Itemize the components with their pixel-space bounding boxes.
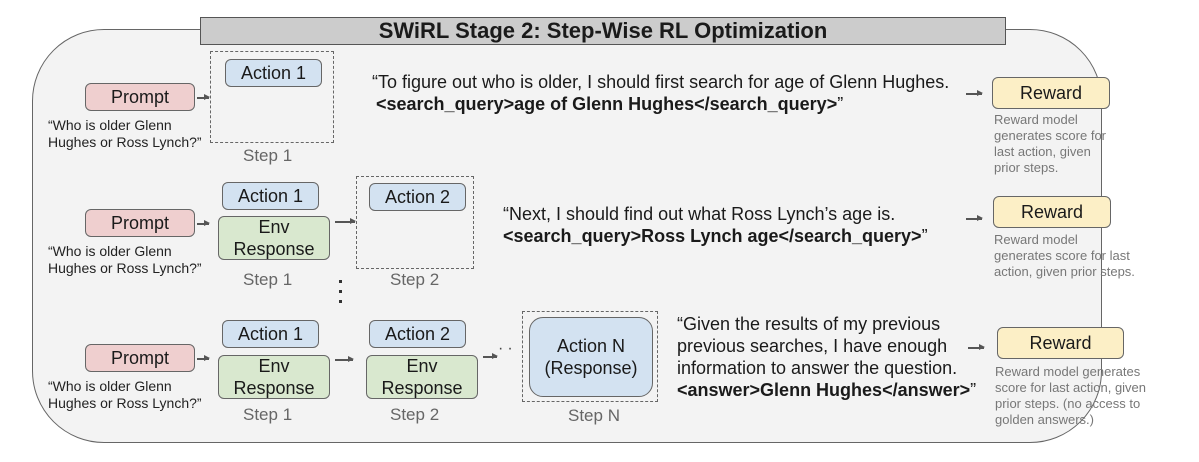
cot-line-bold: <search_query>age of Glenn Hughes</searc…: [372, 93, 949, 115]
arrow-icon: [966, 215, 983, 221]
step2-label-row2: Step 2: [390, 270, 440, 289]
reward-desc-line: last action, given: [994, 144, 1091, 159]
arrow-icon: [197, 94, 210, 100]
reward-desc-line: action, given prior steps.: [994, 264, 1135, 279]
cot-text-row3: “Given the results of my previous previo…: [677, 313, 976, 401]
step2-frame-row2: [356, 176, 474, 269]
horizontal-ellipsis-icon: ··: [498, 340, 517, 357]
arrow-icon: [335, 356, 354, 362]
question-line: Hughes or Ross Lynch?”: [48, 260, 202, 276]
question-line: Hughes or Ross Lynch?”: [48, 395, 202, 411]
diagram-title: SWiRL Stage 2: Step-Wise RL Optimization: [200, 17, 1006, 45]
search-query-text: <search_query>age of Glenn Hughes</searc…: [376, 94, 838, 114]
cot-line: “To figure out who is older, I should fi…: [372, 72, 950, 92]
reward-desc-row1: Reward model generates score for last ac…: [994, 112, 1106, 176]
cot-line-bold: <search_query>Ross Lynch age</search_que…: [503, 225, 928, 247]
prompt-box-row3: Prompt: [85, 344, 195, 372]
env-line: Response: [233, 239, 315, 259]
reward-desc-line: score for last action, given: [995, 380, 1147, 395]
question-row2: “Who is older Glenn Hughes or Ross Lynch…: [48, 243, 202, 277]
prompt-box-row1: Prompt: [85, 83, 195, 111]
reward-desc-line: generates score for: [994, 128, 1107, 143]
action1-box-row3: Action 1: [222, 320, 319, 348]
stepN-label-row3: Step N: [568, 406, 620, 425]
env-line: Response: [233, 378, 315, 398]
reward-desc-row3: Reward model generates score for last ac…: [995, 364, 1146, 428]
reward-desc-line: Reward model: [994, 232, 1078, 247]
step1-label-row2: Step 1: [243, 270, 293, 289]
cot-text-row2: “Next, I should find out what Ross Lynch…: [503, 203, 928, 247]
arrow-icon: [968, 344, 985, 350]
reward-desc-line: Reward model: [994, 112, 1078, 127]
cot-text-row1: “To figure out who is older, I should fi…: [372, 71, 949, 115]
question-line: “Who is older Glenn: [48, 117, 172, 133]
env-line: Env: [258, 356, 290, 376]
answer-text: <answer>Glenn Hughes</answer>: [677, 380, 971, 400]
cot-close-quote: ”: [970, 380, 977, 400]
action2-box-row3: Action 2: [369, 320, 466, 348]
env-line: Env: [406, 356, 438, 376]
reward-desc-line: golden answers.): [995, 412, 1094, 427]
actionN-box-row3: Action N(Response): [529, 317, 653, 397]
step1-frame-row1: [210, 51, 334, 143]
prompt-box-row2: Prompt: [85, 209, 195, 237]
reward-box-row2: Reward: [993, 196, 1111, 228]
question-line: “Who is older Glenn: [48, 243, 172, 259]
step2-label-row3: Step 2: [390, 405, 440, 424]
arrow-icon: [197, 355, 210, 361]
question-row3: “Who is older Glenn Hughes or Ross Lynch…: [48, 378, 202, 412]
reward-box-row1: Reward: [992, 77, 1110, 109]
reward-box-row3: Reward: [997, 327, 1124, 359]
actionN-line: Action N: [556, 336, 625, 356]
question-row1: “Who is older Glenn Hughes or Ross Lynch…: [48, 117, 202, 151]
reward-desc-line: generates score for last: [994, 248, 1130, 263]
cot-line: previous searches, I have enough: [677, 336, 948, 356]
action1-box-row1: Action 1: [225, 59, 322, 87]
cot-line: “Next, I should find out what Ross Lynch…: [503, 204, 896, 224]
cot-line: “Given the results of my previous: [677, 314, 941, 334]
arrow-icon: [197, 220, 210, 226]
arrow-icon: [483, 353, 498, 359]
step1-label-row1: Step 1: [243, 146, 293, 165]
actionN-line: (Response): [544, 358, 638, 378]
vertical-ellipsis-icon: [339, 280, 342, 310]
env-line: Response: [381, 378, 463, 398]
arrow-icon: [335, 218, 356, 224]
cot-close-quote: ”: [921, 226, 928, 246]
reward-desc-line: prior steps. (no access to: [995, 396, 1141, 411]
env-line: Env: [258, 217, 290, 237]
reward-desc-line: Reward model generates: [995, 364, 1141, 379]
cot-line-bold: <answer>Glenn Hughes</answer>”: [677, 379, 976, 401]
stepN-frame-row3: [522, 311, 658, 402]
reward-desc-row2: Reward model generates score for last ac…: [994, 232, 1135, 280]
cot-line: information to answer the question.: [677, 358, 958, 378]
action2-box-row2: Action 2: [369, 183, 466, 211]
question-line: Hughes or Ross Lynch?”: [48, 134, 202, 150]
search-query-text: <search_query>Ross Lynch age</search_que…: [503, 226, 922, 246]
reward-desc-line: prior steps.: [994, 160, 1059, 175]
step1-label-row3: Step 1: [243, 405, 293, 424]
arrow-icon: [966, 90, 983, 96]
cot-close-quote: ”: [837, 94, 844, 114]
question-line: “Who is older Glenn: [48, 378, 172, 394]
action1-box-row2: Action 1: [222, 182, 319, 210]
